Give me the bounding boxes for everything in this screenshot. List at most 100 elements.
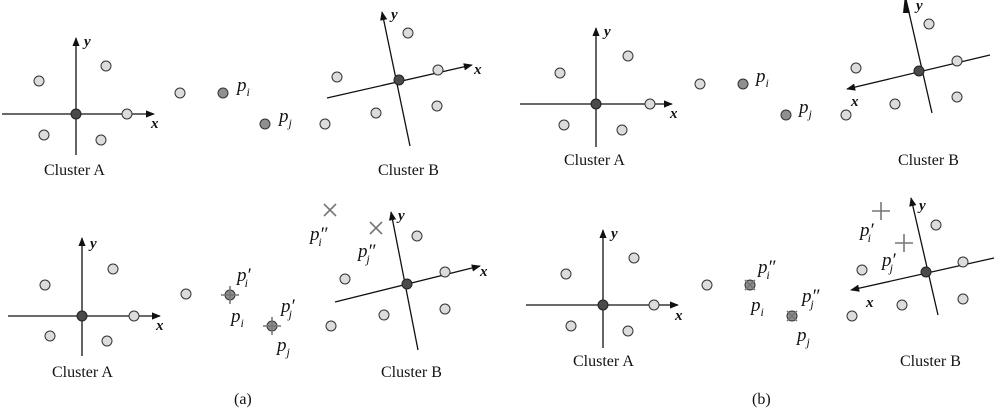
cluster-point — [622, 325, 634, 337]
point-pj-label: pj — [275, 335, 291, 359]
free-point — [694, 78, 706, 90]
cluster-point — [554, 67, 566, 79]
y-axis — [909, 197, 939, 316]
y-axis-label: y — [88, 236, 97, 252]
cluster-point — [628, 252, 640, 264]
point-pi-label: pi — [229, 306, 244, 330]
cluster-a-caption: Cluster A — [52, 364, 113, 381]
cluster-point — [402, 27, 414, 39]
point-pi-label: pi — [754, 66, 769, 90]
cluster-point — [370, 107, 382, 119]
point-pi — [737, 78, 749, 90]
x-axis-label: x — [850, 94, 859, 110]
cluster-point — [432, 64, 444, 76]
point-pi-prime-marker — [872, 202, 890, 220]
free-point — [846, 310, 858, 322]
cluster-point — [439, 303, 451, 315]
free-point — [180, 288, 192, 300]
panel-a-bottom: x y Cluster A p′i pi p′j pj — [8, 203, 488, 381]
y-axis-label: y — [602, 24, 611, 40]
cluster-b-frame: x y Cluster B — [326, 7, 482, 179]
cluster-b-caption: Cluster B — [900, 353, 961, 370]
cluster-point — [957, 256, 969, 268]
cluster-point — [565, 320, 577, 332]
cluster-point — [856, 264, 868, 276]
point-pj-double-prime-label: p″j — [356, 241, 377, 266]
cluster-point — [38, 129, 50, 141]
cluster-point — [951, 91, 963, 103]
cluster-point — [616, 124, 628, 136]
free-point — [174, 87, 186, 99]
cluster-b-frame: x y Cluster B — [334, 208, 488, 381]
cluster-point — [558, 119, 570, 131]
point-pj-label: pj — [795, 325, 811, 349]
cluster-b-origin — [913, 65, 925, 77]
cluster-point — [331, 71, 343, 83]
point-pi-double-prime-label: p″i — [756, 257, 777, 282]
x-axis-label: x — [669, 106, 678, 122]
cluster-point — [957, 293, 969, 305]
point-pi-label: pi — [749, 295, 764, 319]
cluster-point — [100, 60, 112, 72]
cluster-point — [101, 335, 113, 347]
y-axis-label: y — [389, 7, 398, 23]
x-axis-label: x — [155, 318, 164, 334]
point-pj-prime-marker — [895, 234, 913, 252]
point-pj-double-prime-label: p″j — [800, 286, 821, 311]
point-pj — [780, 109, 792, 121]
point-pj-label: pj — [277, 106, 293, 130]
y-axis-label: y — [82, 34, 91, 50]
cluster-a-origin — [70, 108, 82, 120]
point-pj-label: pj — [797, 97, 813, 121]
cluster-b-caption: Cluster B — [378, 162, 439, 179]
point-pj-transformed — [263, 317, 281, 335]
cluster-point — [644, 98, 656, 110]
x-axis-label: x — [865, 295, 874, 311]
cluster-a-frame: x y Cluster A — [2, 34, 159, 179]
cluster-point — [411, 230, 423, 242]
cluster-a-origin — [590, 98, 602, 110]
point-pj-prime-label: p′j — [880, 250, 897, 275]
panel-b-label: (b) — [752, 391, 771, 408]
cluster-b-caption: Cluster B — [381, 364, 442, 381]
cluster-a-origin — [597, 299, 609, 311]
cluster-point — [128, 310, 140, 322]
cluster-a-origin — [76, 310, 88, 322]
point-pi — [217, 87, 229, 99]
cluster-point — [923, 18, 935, 30]
cluster-a-frame: x y Cluster A — [526, 226, 683, 370]
point-pj-double-prime-marker — [369, 221, 383, 235]
panel-b-top: x y Cluster A pi pj x y C — [520, 0, 991, 169]
point-pi-coincident — [744, 279, 756, 291]
panel-a-top: x y Cluster A pi pj x y Clu — [2, 7, 482, 179]
cluster-point — [648, 299, 660, 311]
cluster-point — [560, 268, 572, 280]
cluster-point — [107, 263, 119, 275]
free-point — [319, 118, 331, 130]
y-axis-label: y — [609, 226, 618, 242]
point-pi-prime-label: p′i — [858, 220, 875, 245]
y-axis-label: y — [917, 198, 926, 214]
x-marker — [744, 279, 756, 291]
point-pi-double-prime-marker — [323, 203, 337, 217]
panel-b-bottom: x y Cluster A p″i pi p″j pj — [526, 197, 995, 370]
cluster-b-origin — [393, 74, 405, 86]
y-axis-label: y — [914, 0, 923, 14]
cluster-b-caption: Cluster B — [898, 152, 959, 169]
cluster-point — [889, 98, 901, 110]
free-point — [701, 279, 713, 291]
free-point — [325, 320, 337, 332]
cluster-b-origin — [401, 278, 413, 290]
cluster-a-frame: x y Cluster A — [8, 236, 164, 381]
cluster-b-origin — [920, 266, 932, 278]
point-pi-prime-label: p′i — [235, 265, 252, 290]
cluster-point — [622, 50, 634, 62]
x-marker — [786, 310, 798, 322]
point-pj — [259, 118, 271, 130]
cluster-point — [951, 55, 963, 67]
cluster-point — [439, 266, 451, 278]
x-marker — [369, 221, 383, 235]
x-axis-label: x — [473, 62, 482, 78]
cluster-a-caption: Cluster A — [573, 353, 634, 370]
